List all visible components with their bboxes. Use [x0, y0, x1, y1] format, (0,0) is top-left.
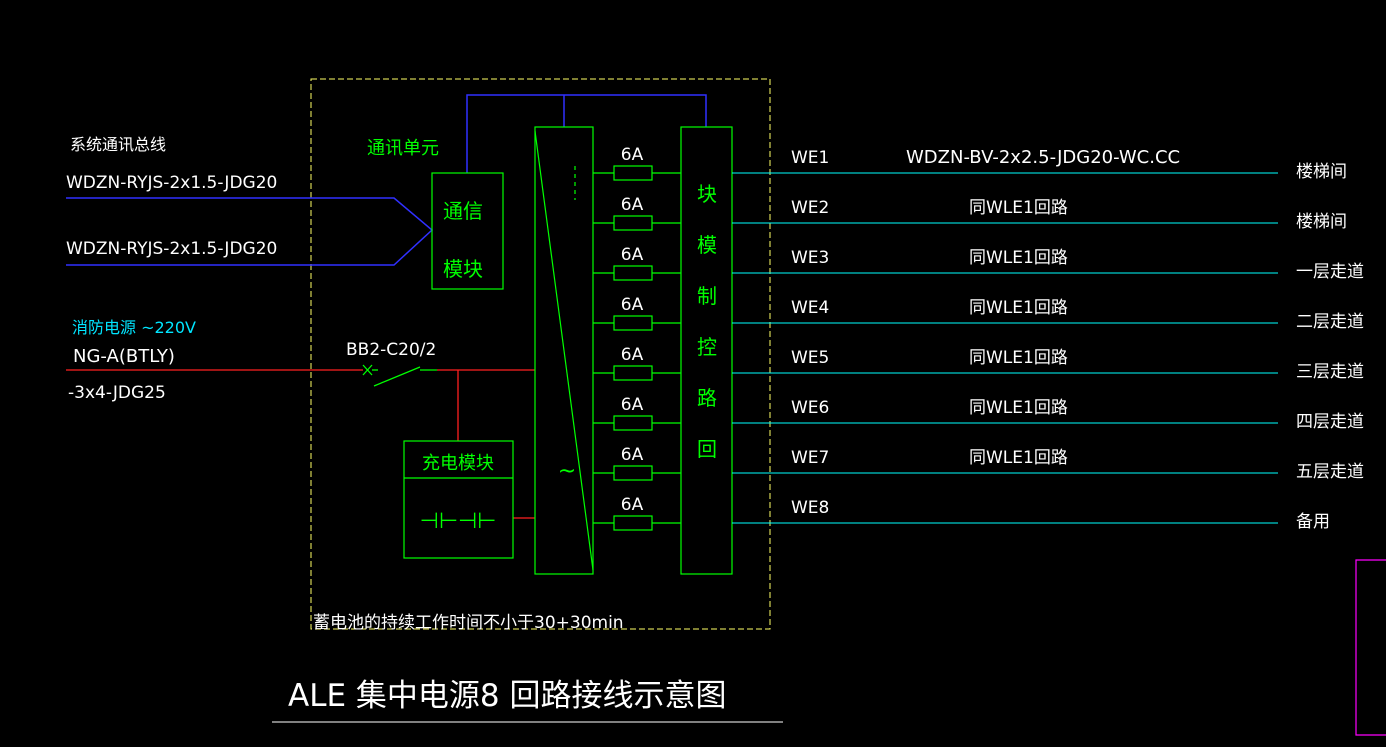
- circuit-cable: 同WLE1回路: [969, 348, 1068, 368]
- circuit-id: WE5: [791, 348, 829, 368]
- comm-module-box: [431, 172, 504, 290]
- circuit-cable: 同WLE1回路: [969, 448, 1068, 468]
- circuit-destination: 三层走道: [1296, 362, 1364, 382]
- inverter-ac-symbol: ~: [558, 459, 576, 484]
- inverter-box: [534, 126, 594, 575]
- circuit-destination: 楼梯间: [1296, 212, 1347, 232]
- comm-cable-2: WDZN-RYJS-2x1.5-JDG20: [66, 239, 277, 259]
- circuit-cable: WDZN-BV-2x2.5-JDG20-WC.CC: [906, 147, 1180, 168]
- control-module-box: [680, 126, 733, 575]
- fuse-rating: 6A: [621, 195, 644, 215]
- power-source-label: 消防电源 ~220V: [72, 318, 196, 337]
- circuit-id: WE7: [791, 448, 829, 468]
- battery-symbol: ⊣⊢⊣⊢: [420, 509, 497, 534]
- comm-module-line2: 模块: [443, 257, 483, 281]
- fuse-rating: 6A: [621, 495, 644, 515]
- circuit-destination: 四层走道: [1296, 412, 1364, 432]
- fuse-rating: 6A: [621, 395, 644, 415]
- comm-bus-label: 系统通讯总线: [70, 135, 166, 154]
- circuit-id: WE4: [791, 298, 829, 318]
- breaker-label: BB2-C20/2: [346, 340, 436, 360]
- circuit-row: 6A WE8 备用: [593, 495, 1330, 532]
- control-module-char: 块: [697, 182, 717, 206]
- adjacent-frame-edge: [1355, 559, 1386, 736]
- control-module-char: 制: [697, 284, 717, 308]
- circuit-cable: 同WLE1回路: [969, 248, 1068, 268]
- breaker-symbol: [362, 364, 437, 387]
- battery-note: 蓄电池的持续工作时间不小于30+30min: [313, 613, 624, 633]
- circuit-id: WE6: [791, 398, 829, 418]
- circuit-cable: 同WLE1回路: [969, 198, 1068, 218]
- circuit-destination: 备用: [1296, 512, 1330, 532]
- control-module-char: 回: [697, 437, 717, 461]
- comm-cable-1: WDZN-RYJS-2x1.5-JDG20: [66, 173, 277, 193]
- circuit-id: WE8: [791, 498, 829, 518]
- diagram-title: ALE 集中电源8 回路接线示意图: [288, 678, 727, 714]
- fuse-rating: 6A: [621, 345, 644, 365]
- power-lines: [66, 369, 535, 519]
- comm-module-line1: 通信: [443, 199, 483, 223]
- circuit-destination: 二层走道: [1296, 312, 1364, 332]
- circuit-destination: 五层走道: [1296, 462, 1364, 482]
- circuit-cable: 同WLE1回路: [969, 298, 1068, 318]
- fuse-rating: 6A: [621, 445, 644, 465]
- comm-unit-label: 通讯单元: [367, 138, 439, 159]
- circuit-id: WE3: [791, 248, 829, 268]
- fuse-rating: 6A: [621, 295, 644, 315]
- circuit-id: WE2: [791, 198, 829, 218]
- circuit-id: WE1: [791, 148, 829, 168]
- circuit-destination: 一层走道: [1296, 262, 1364, 282]
- cabinet-outline: [310, 78, 771, 630]
- circuit-row: 6A WE1 WDZN-BV-2x2.5-JDG20-WC.CC 楼梯间: [593, 145, 1347, 182]
- fuse-rating: 6A: [621, 245, 644, 265]
- control-module-char: 模: [697, 233, 717, 257]
- power-cable-line1: NG-A(BTLY): [73, 346, 175, 367]
- power-cable-line2: -3x4-JDG25: [68, 383, 166, 403]
- fuse-rating: 6A: [621, 145, 644, 165]
- inverter-diagonal: [534, 130, 594, 571]
- charging-module-box: [403, 440, 514, 559]
- control-module-char: 控: [697, 335, 717, 359]
- control-module-char: 路: [697, 386, 717, 410]
- circuit-cable: 同WLE1回路: [969, 398, 1068, 418]
- charging-module-label: 充电模块: [422, 453, 494, 474]
- circuit-destination: 楼梯间: [1296, 162, 1347, 182]
